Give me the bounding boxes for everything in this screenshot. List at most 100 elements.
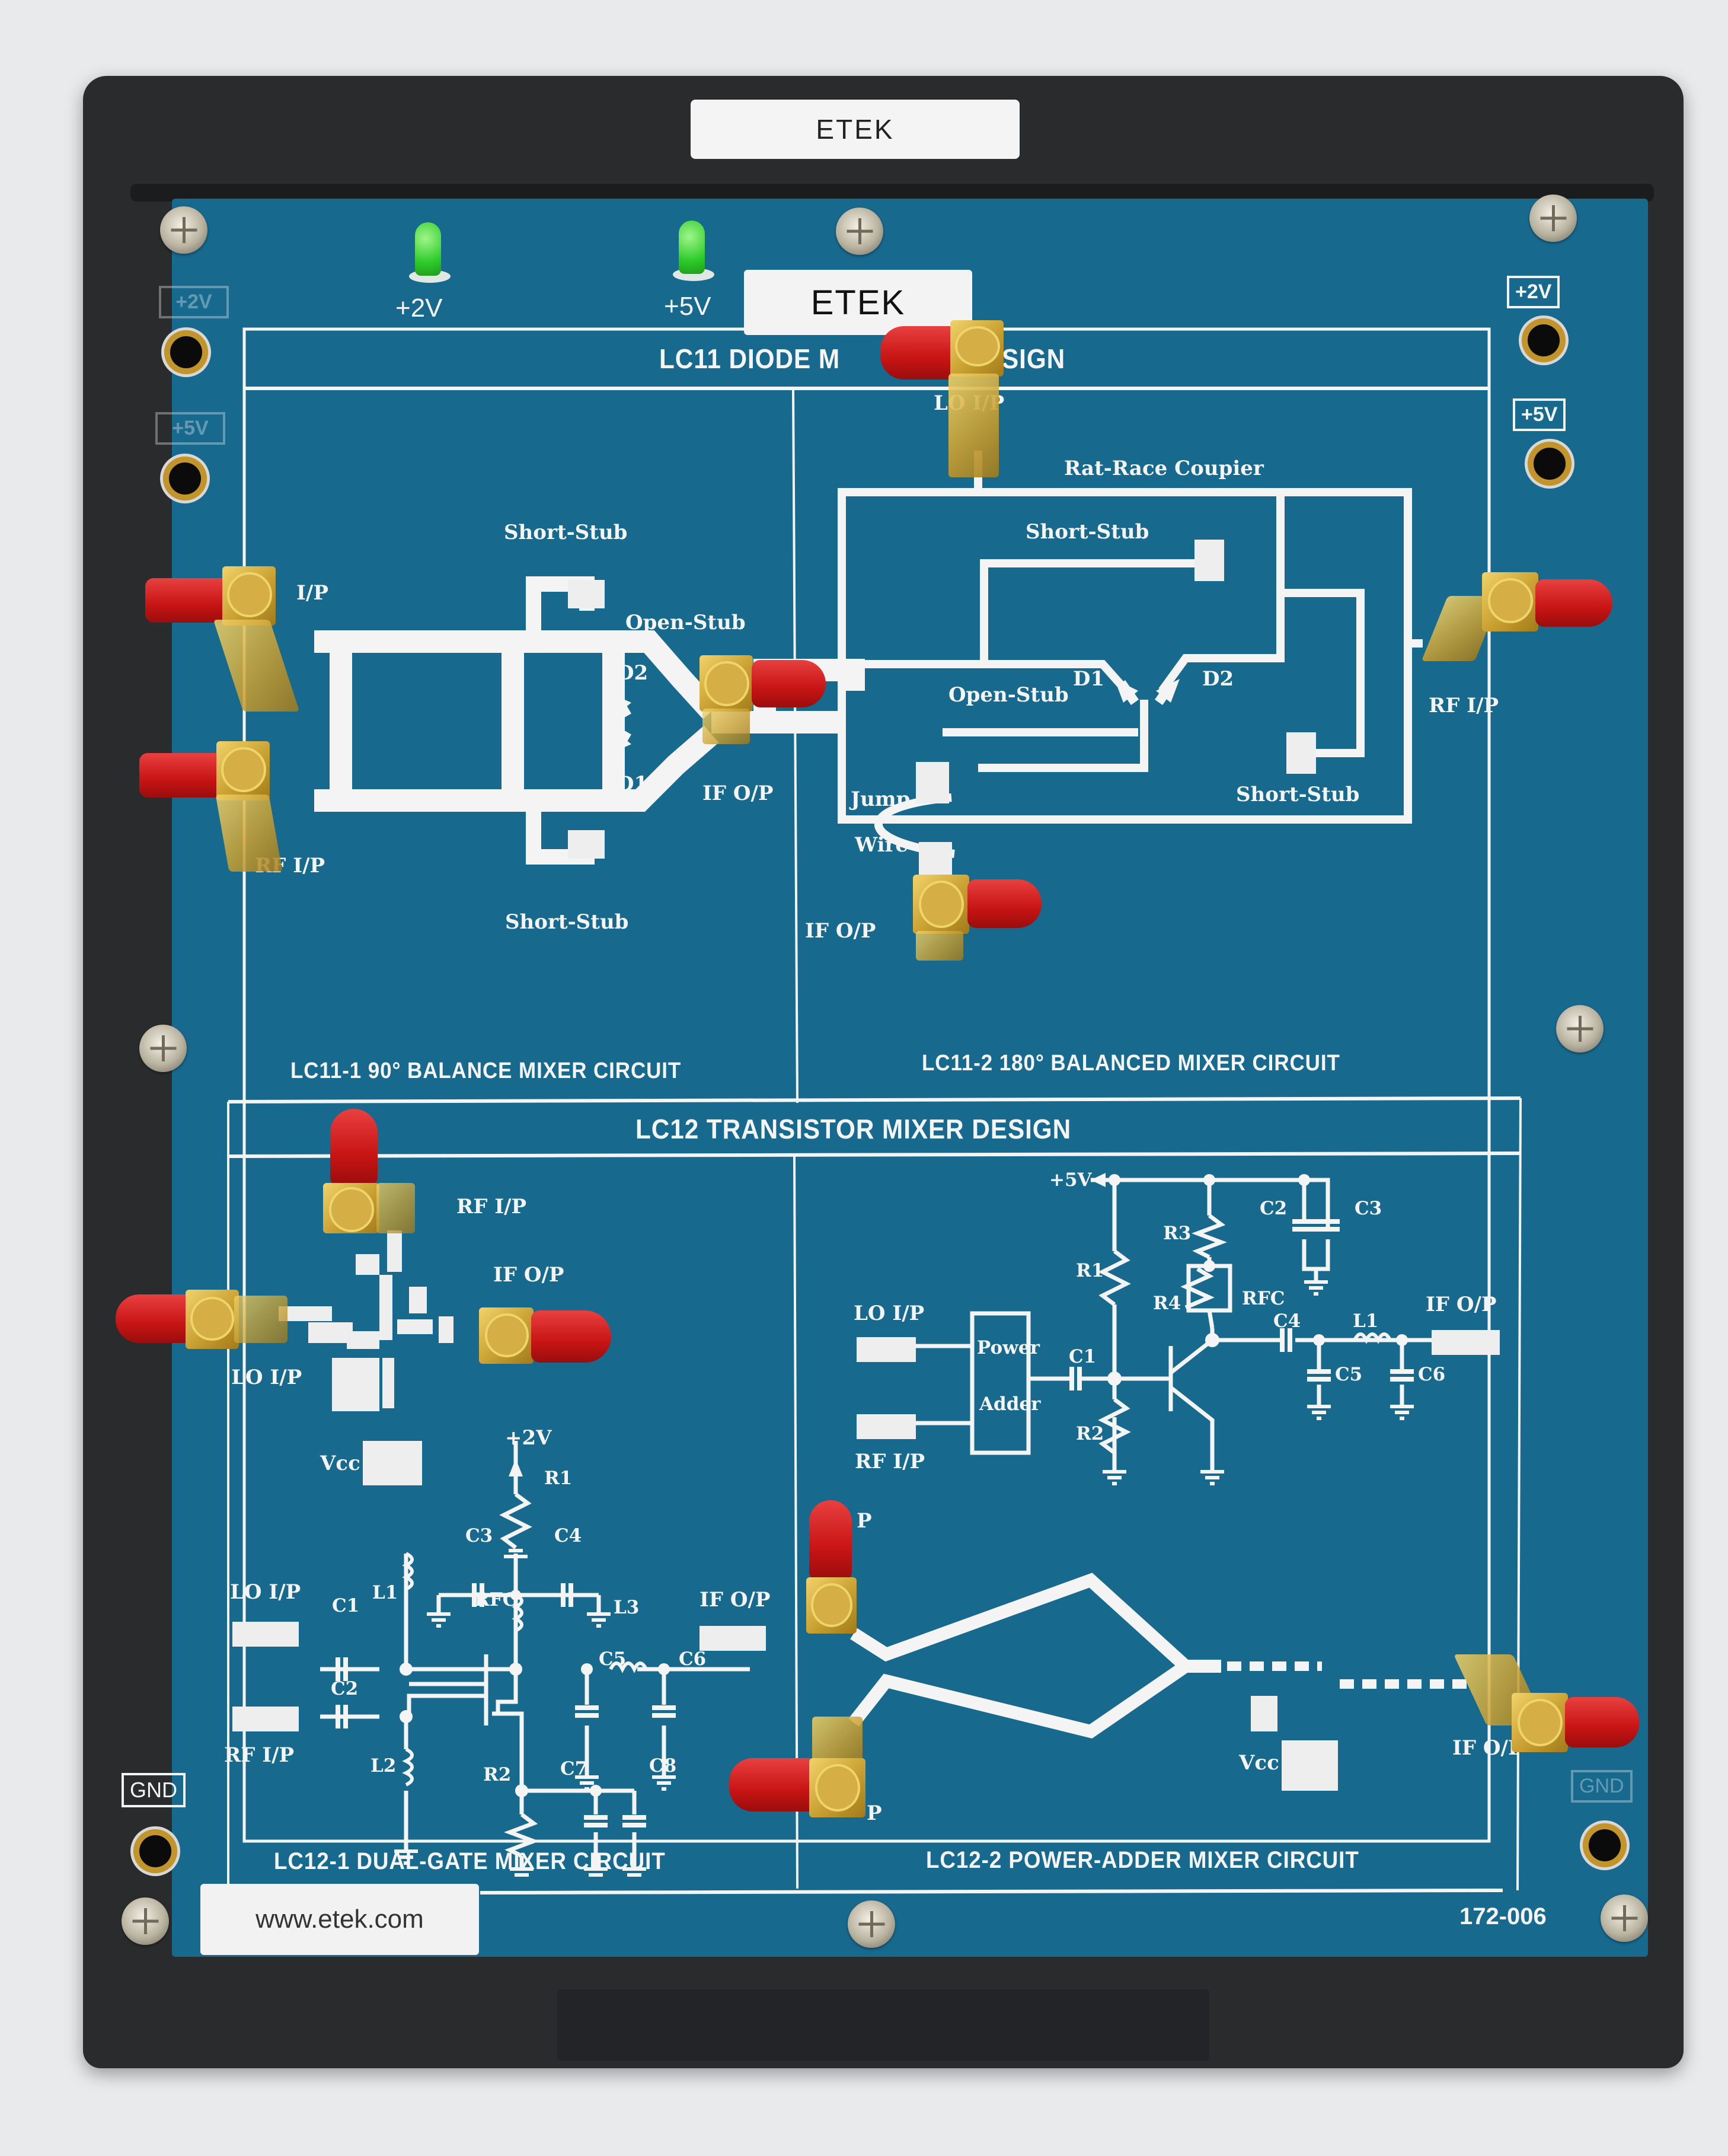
lc12-1-rf-pad (232, 1707, 299, 1731)
lc11-section-title-right: SIGN (1002, 343, 1066, 374)
lc12-1-c6-label: C6 (679, 1648, 707, 1670)
lc11-2-jump-label: Jump (851, 787, 911, 811)
lc11-2-short-stub-pad (1286, 732, 1316, 774)
lc12-1-caps (336, 1583, 676, 1828)
diode-icon (605, 691, 631, 719)
lc11-1-short-stub-pad (568, 580, 605, 608)
lc11-1-short-stub-bottom-label: Short-Stub (505, 910, 629, 934)
lc12-1-fet-pad (387, 1230, 402, 1272)
lc11-1-lo-input-label: I/P (296, 581, 328, 605)
lc12-2-tline-segments (1227, 1661, 1470, 1689)
lc12-2-if-pad (1432, 1330, 1500, 1355)
lc12-2-resistors (1098, 1214, 1227, 1455)
lc12-2-rf-input-label: RF I/P (855, 1450, 925, 1474)
lc12-1-resistors (499, 1492, 539, 1858)
lc12-2-rfc-label: RFC (1242, 1288, 1285, 1309)
ground-icon (510, 1867, 534, 1877)
lc12-1-rf-input-label: RF I/P (224, 1743, 295, 1767)
jack-label-gnd: GND (1571, 1770, 1633, 1803)
lc12-1-rf-input-top-label: RF I/P (456, 1195, 527, 1219)
lc12-2-block-bottom-label: Adder (979, 1393, 1041, 1415)
lc11-2-short-stub-bottom-label: Short-Stub (1236, 783, 1360, 806)
lc12-1-vcc-pad (363, 1441, 422, 1485)
lc12-1-supply-arrow (509, 1459, 523, 1476)
lc12-1-supply-label: +2V (505, 1426, 552, 1450)
lc12-1-vcc-label: Vcc (320, 1452, 360, 1475)
lc11-1-short-stub-top-label: Short-Stub (504, 521, 628, 544)
lc11-2-jump-pad (916, 762, 949, 803)
screw-icon (836, 208, 883, 255)
jack-label-5v: +5V (1513, 398, 1566, 431)
junction-dots (400, 1174, 1408, 1797)
diode-icon (1114, 679, 1139, 705)
lc12-1-if-pad (699, 1626, 766, 1651)
lc12-1-c1-label: C1 (332, 1595, 360, 1616)
lc12-1-fet-pad (382, 1358, 394, 1408)
lc11-section-title-left: LC11 DIODE M (659, 343, 840, 374)
lc12-2-vcc-label: Vcc (1239, 1751, 1279, 1775)
lc11-2-short-stub-top-label: Short-Stub (1026, 520, 1149, 544)
jack-2v-left[interactable] (161, 327, 211, 377)
lc11-2-if-output-label: IF O/P (805, 919, 876, 943)
lc12-1-fet-pad (439, 1316, 453, 1343)
lc12-2-c3-label: C3 (1355, 1198, 1382, 1219)
lc11-2-open-stub-label: Open-Stub (948, 683, 1069, 707)
lc12-2-c5-label: C5 (1335, 1364, 1363, 1385)
lc12-2-c4-label: C4 (1273, 1310, 1301, 1332)
led-indicator-2v (415, 222, 441, 276)
jack-2v[interactable] (1519, 315, 1569, 365)
lc11-2-short-stub-pad (1194, 540, 1224, 581)
lc12-1-lo-input-top-label: LO I/P (231, 1366, 302, 1389)
jack-5v-left[interactable] (160, 454, 210, 503)
screw-icon (122, 1897, 169, 1945)
jack-label-gnd-left: GND (122, 1773, 186, 1807)
lc12-1-lo-pad (232, 1622, 299, 1647)
lc11-1-if-output-label: IF O/P (702, 782, 774, 805)
lc12-1-fet-pad (409, 1287, 427, 1313)
lc11-1-d1-label: D1 (617, 772, 649, 796)
lc12-1-if-output-label: IF O/P (699, 1588, 771, 1612)
screw-icon (160, 206, 207, 254)
lc12-2-lo-pad (857, 1337, 916, 1362)
ground-icon (1307, 1405, 1331, 1420)
lc11-1-open-stub-label: Open-Stub (625, 611, 746, 634)
diode-icon (605, 729, 631, 756)
lc12-2-lo-input-label: LO I/P (854, 1302, 925, 1325)
right-edge-line (1516, 1098, 1522, 1891)
lc12-1-if-output-top-label: IF O/P (493, 1263, 564, 1287)
screw-icon (1556, 1005, 1604, 1053)
lc12-2-vcc-pad (1282, 1740, 1338, 1791)
jack-5v[interactable] (1525, 439, 1574, 489)
ground-icon (504, 1549, 528, 1558)
jack-label-2v: +2V (1507, 276, 1560, 308)
lc12-bottom-line (480, 1889, 1503, 1895)
jack-gnd[interactable] (1580, 1820, 1630, 1870)
lc12-1-r1-label: R1 (544, 1468, 573, 1489)
ground-icon (427, 1612, 451, 1628)
lc12-1-title: LC12-1 DUAL-GATE MIXER CIRCUIT (274, 1848, 666, 1874)
led-label-2v: +2V (395, 294, 443, 323)
lc12-band-top (228, 1096, 1521, 1103)
lc12-2-c6-label: C6 (1418, 1364, 1446, 1385)
lc11-2-wire-label: Wire (855, 833, 909, 857)
lc12-2-schematic (916, 1178, 1449, 1471)
led-indicator-5v (679, 221, 705, 274)
lc12-1-c2-label: C2 (331, 1678, 359, 1699)
lc12-2-title: LC12-2 POWER-ADDER MIXER CIRCUIT (926, 1847, 1359, 1873)
lc12-1-r2-label: R2 (483, 1764, 512, 1785)
lc12-2-rf-input-partial-label: P (867, 1801, 882, 1825)
lc12-2-power-divider (848, 1573, 1221, 1739)
lc12-2-if-output-bottom-label: IF O/P (1452, 1736, 1523, 1760)
board-etek-label: ETEK (744, 270, 972, 335)
jack-gnd-left[interactable] (130, 1826, 180, 1876)
lc12-2-block-top-label: Power (977, 1337, 1040, 1358)
frame-top-label: ETEK (691, 100, 1020, 159)
lc12-2-r4-label: R4 (1153, 1293, 1181, 1314)
lc11-2-title: LC11-2 180° BALANCED MIXER CIRCUIT (922, 1051, 1340, 1076)
lc12-1-fet-pad (332, 1358, 379, 1411)
lc12-1-l2-label: L2 (370, 1755, 397, 1777)
lc12-section-title: LC12 TRANSISTOR MIXER DESIGN (635, 1114, 1072, 1144)
